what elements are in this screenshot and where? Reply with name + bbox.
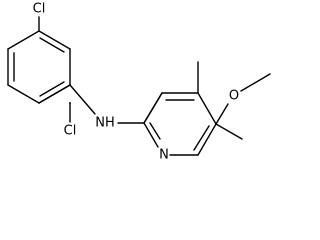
double-bond <box>149 122 161 140</box>
pyridine-ring <box>143 92 217 156</box>
bond <box>7 84 40 104</box>
bond <box>7 30 40 50</box>
bond <box>143 92 163 124</box>
double-bond <box>39 37 65 53</box>
double-bond <box>39 81 65 97</box>
oxygen-label: O <box>229 89 239 104</box>
chemical-structure: Cl Cl NH N O <box>7 2 271 163</box>
chlorine-top-label: Cl <box>33 2 46 17</box>
chlorine-bottom-label: Cl <box>64 124 77 139</box>
bond-c-cl-bottom <box>38 84 71 104</box>
pyridine-nitrogen-label: N <box>159 148 169 163</box>
bond-aryl-n <box>69 84 96 115</box>
double-bond <box>193 125 210 151</box>
bond <box>143 122 159 148</box>
bond <box>197 92 217 125</box>
bond-c4-o <box>215 103 229 125</box>
bond <box>197 123 217 156</box>
structure-canvas: Cl Cl NH N O <box>7 2 271 163</box>
amine-nh-label: NH <box>95 116 115 131</box>
dichlorophenyl-ring <box>7 30 71 104</box>
bond <box>38 30 71 50</box>
methyl-bond-5 <box>215 123 243 140</box>
bond-o-ch3 <box>240 73 271 92</box>
